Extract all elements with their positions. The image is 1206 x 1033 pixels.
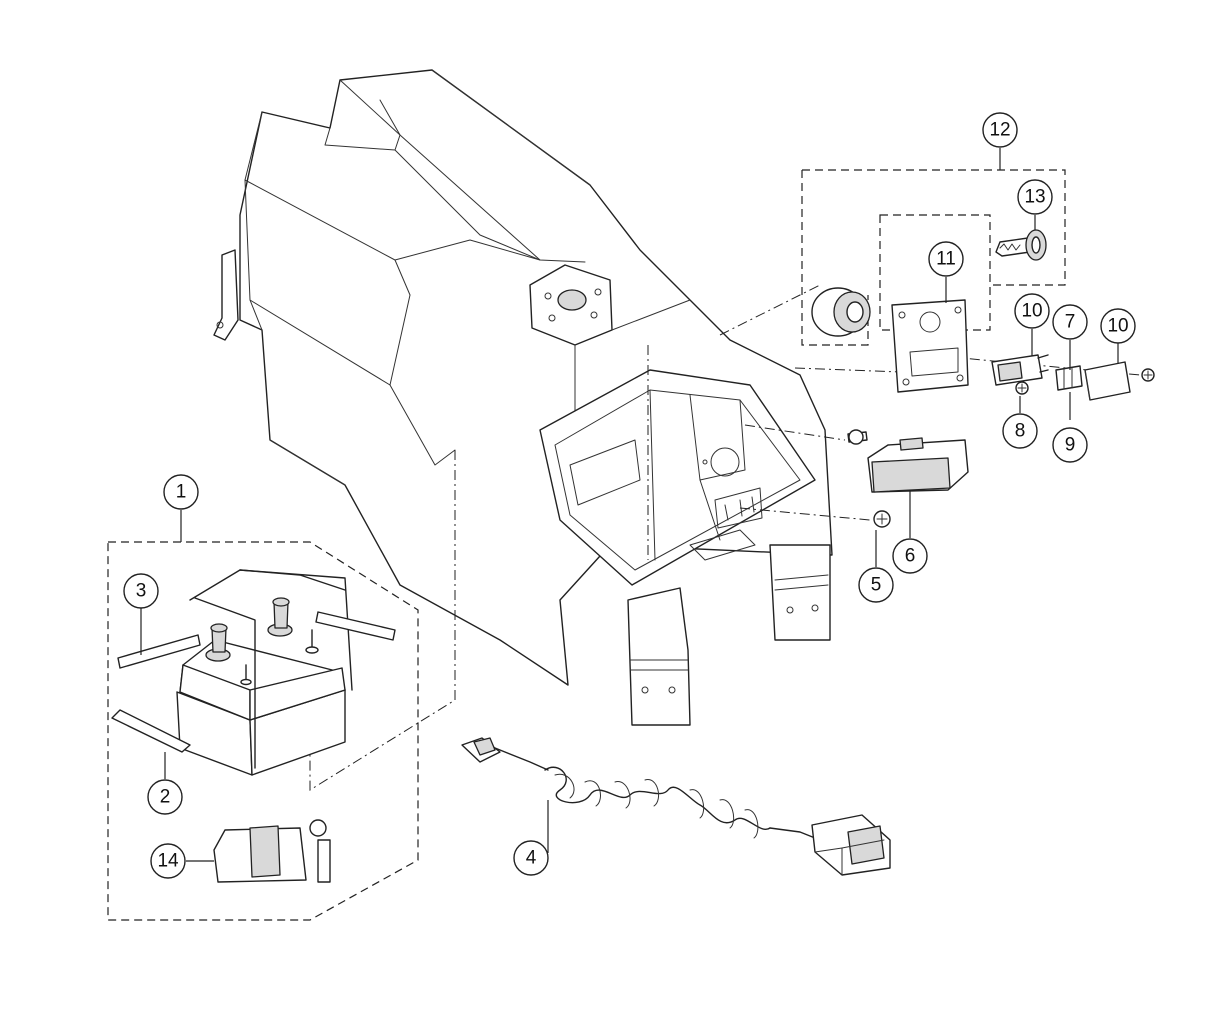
callout-11-label: 11: [936, 249, 956, 270]
callout-7: 7: [1052, 304, 1088, 340]
callout-12: 12: [982, 112, 1018, 148]
callout-14-label: 14: [157, 851, 179, 872]
callout-4: 4: [513, 840, 549, 876]
control-box: [176, 569, 353, 776]
lock-cylinder: [811, 287, 871, 337]
callout-1-label: 1: [176, 482, 187, 503]
callout-13-label: 13: [1024, 187, 1045, 208]
callouts: 1 2 3 4 5 6 7 8: [123, 112, 1136, 879]
screw-right: [1141, 368, 1155, 382]
part-10-cap: [1084, 361, 1131, 401]
part-10-switch: [991, 354, 1049, 386]
kit-11-dashed-box: [879, 214, 991, 331]
part-11-plate: [891, 299, 969, 393]
callout-6-label: 6: [905, 546, 916, 567]
callout-13: 13: [1017, 179, 1053, 215]
part-8-screw: [1015, 381, 1029, 395]
callout-2: 2: [147, 779, 183, 815]
callout-2-label: 2: [160, 787, 171, 808]
decal-2: [111, 709, 191, 753]
callout-14: 14: [150, 843, 186, 879]
callout-6: 6: [892, 538, 928, 574]
callout-10-cap: 10: [1100, 308, 1136, 344]
console-housing: [213, 69, 833, 726]
callout-7-label: 7: [1065, 312, 1076, 333]
callout-3-label: 3: [136, 581, 147, 602]
kit-1-dashed-box: [107, 541, 419, 921]
part-5-screw-lower: [873, 510, 891, 528]
coiled-cable: [461, 737, 891, 876]
callout-3: 3: [123, 573, 159, 609]
part-5-screw-upper: [847, 429, 868, 445]
callout-8: 8: [1002, 413, 1038, 449]
part-14-pad: [213, 819, 331, 883]
part-13-key: [995, 229, 1047, 261]
decal-3: [117, 611, 396, 669]
callout-11: 11: [928, 241, 964, 277]
callout-8-label: 8: [1015, 421, 1026, 442]
part-9-connector: [1055, 365, 1083, 391]
callout-5: 5: [858, 567, 894, 603]
callout-5-label: 5: [871, 575, 882, 596]
callout-1: 1: [163, 474, 199, 510]
callout-12-label: 12: [989, 120, 1010, 141]
callout-10a-label: 10: [1021, 301, 1042, 322]
callout-9-label: 9: [1065, 435, 1076, 456]
callout-10-switch: 10: [1014, 293, 1050, 329]
callout-9: 9: [1052, 427, 1088, 463]
callout-4-label: 4: [526, 848, 537, 869]
part-6-module: [867, 437, 969, 493]
callout-10b-label: 10: [1107, 316, 1128, 337]
